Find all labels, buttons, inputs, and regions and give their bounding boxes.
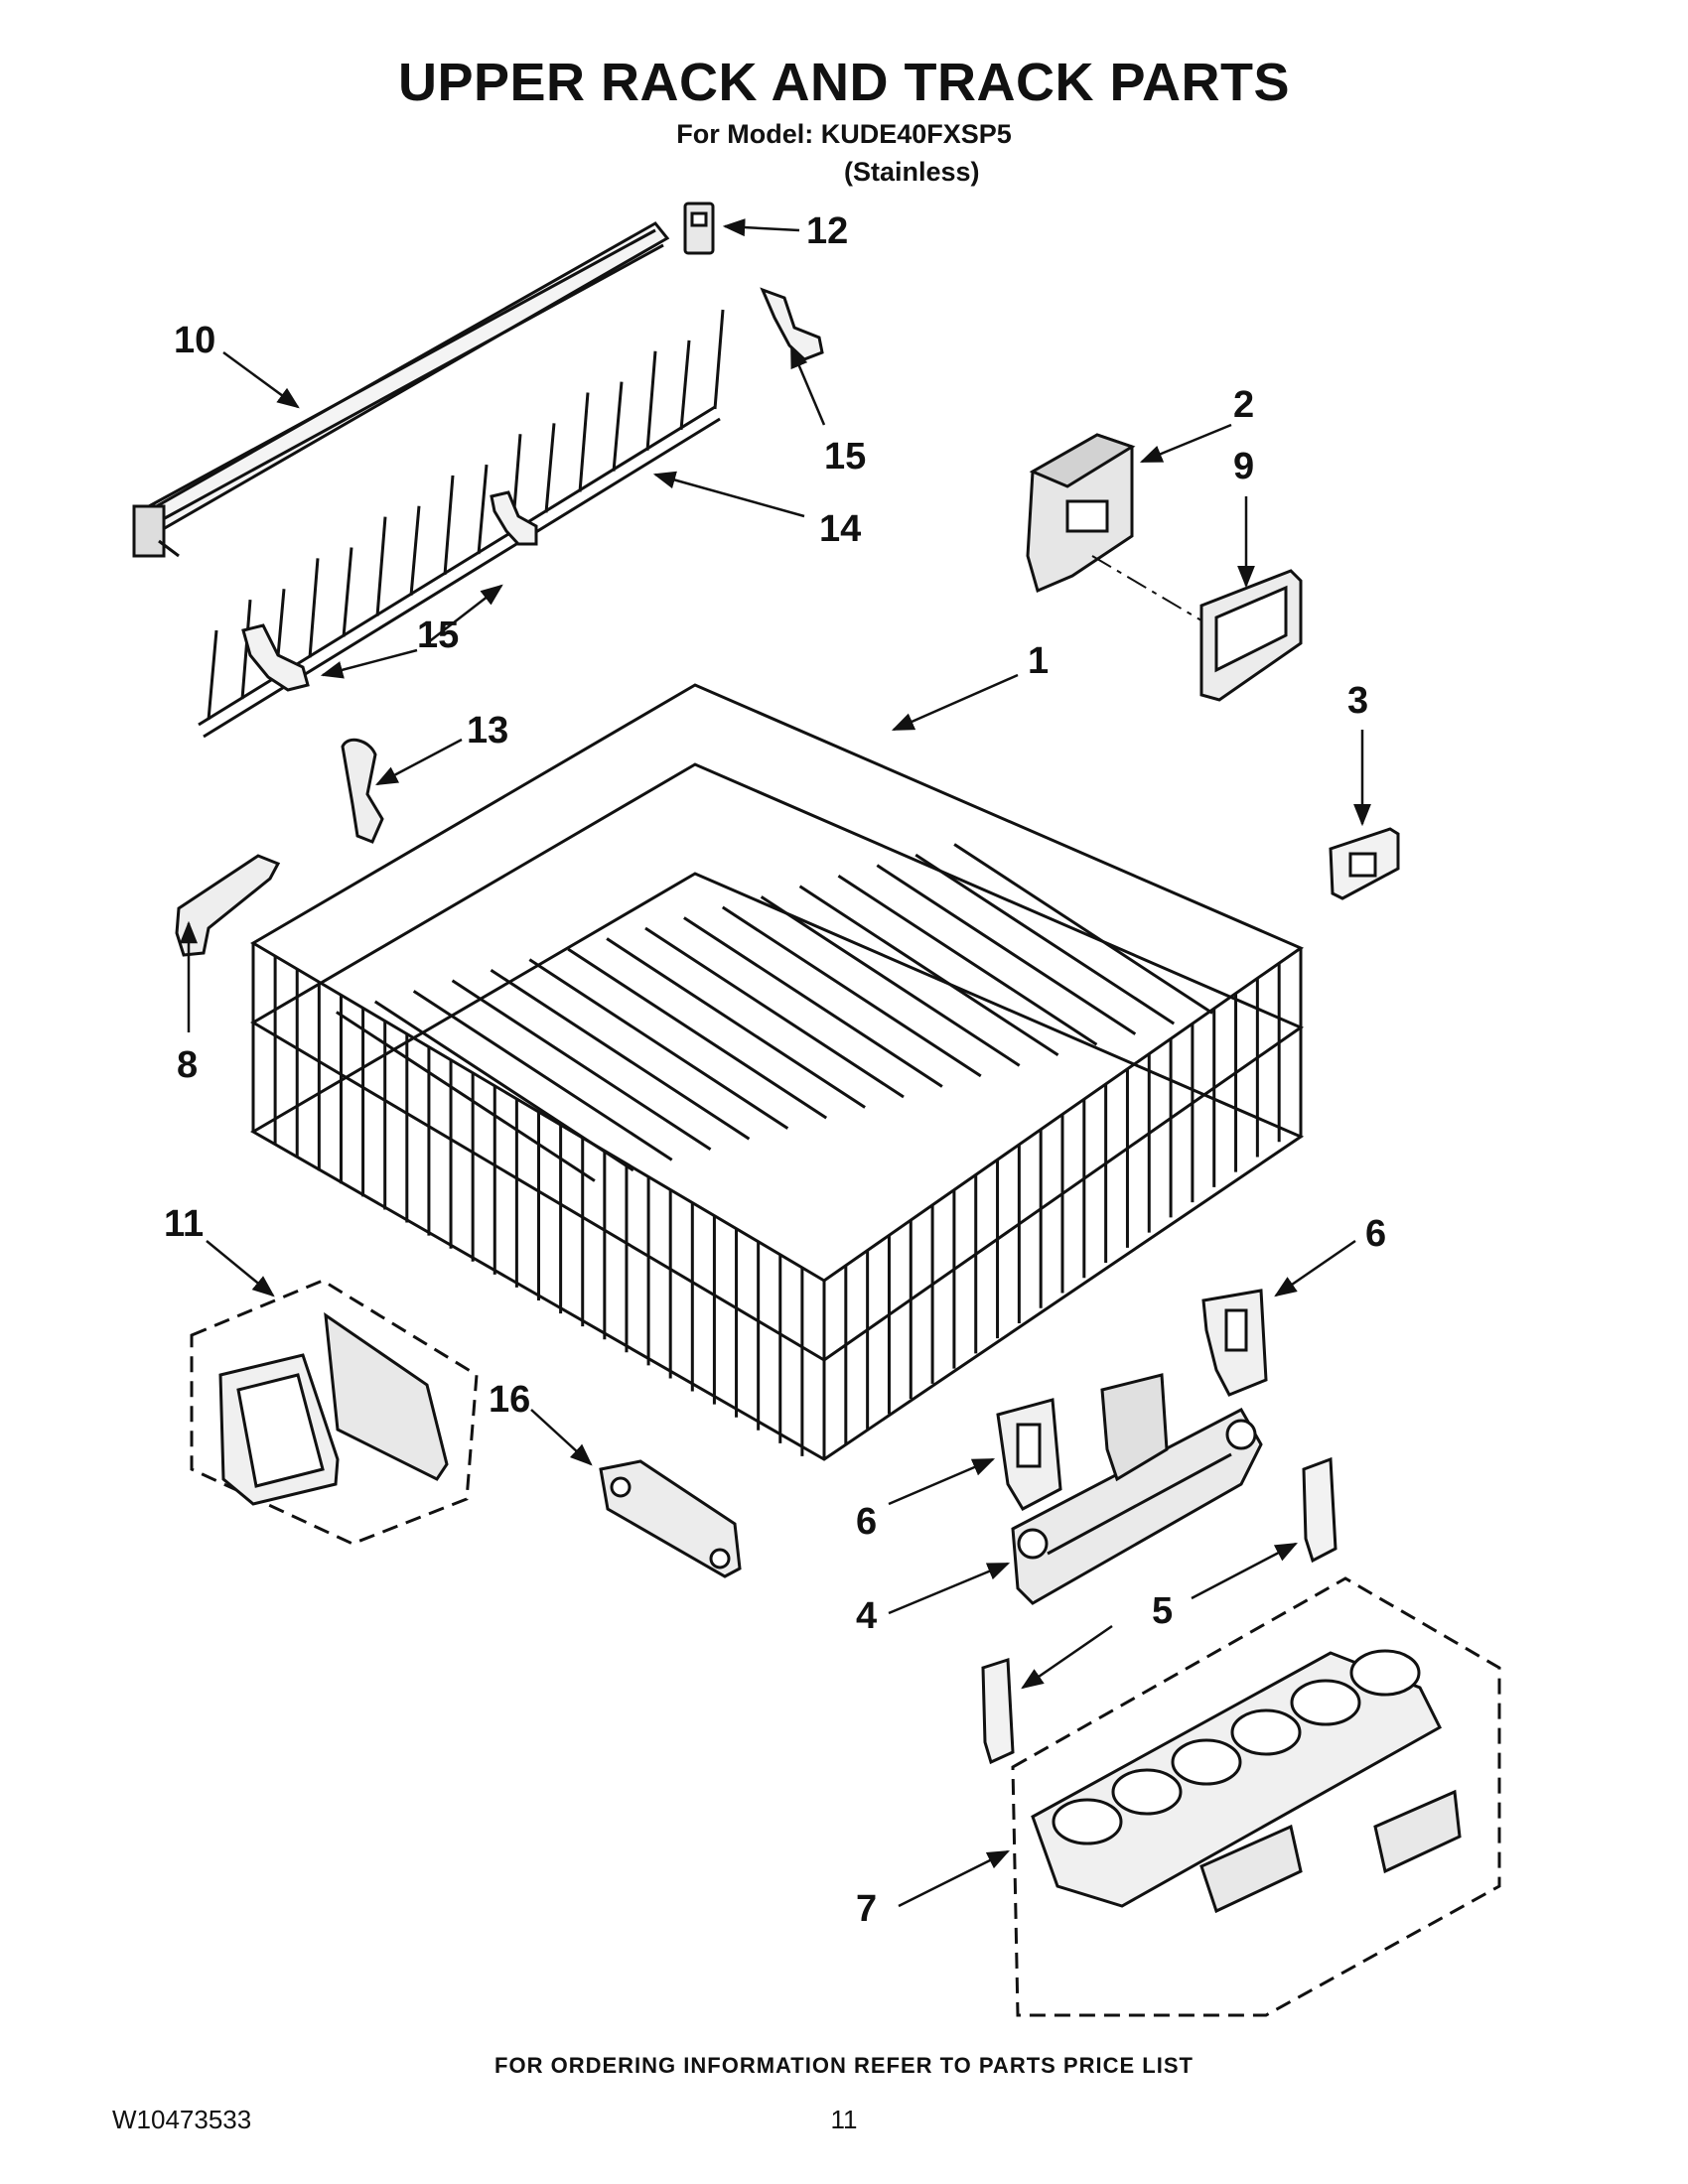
part-6-clip-lower	[996, 1398, 1062, 1511]
model-line: For Model: KUDE40FXSP5	[676, 119, 1012, 149]
tine-wire	[544, 423, 556, 513]
cup-slot	[1052, 1798, 1123, 1845]
rack-tine-inner	[721, 905, 982, 1078]
tine-wire	[612, 381, 624, 472]
rack-tine-inner	[451, 979, 712, 1152]
part-2-adjuster-housing	[1026, 433, 1136, 594]
part-15-clip-upper	[760, 287, 824, 361]
callout-1: 1	[1028, 640, 1049, 682]
rack-tine-inner	[837, 874, 1098, 1046]
leader-arrows	[180, 218, 1371, 1908]
part-4-track-assembly	[1011, 1373, 1263, 1605]
rack-tine-inner	[760, 895, 1021, 1067]
callout-8: 8	[177, 1044, 198, 1086]
part-9-cover	[1199, 569, 1303, 702]
tine-wire	[713, 309, 725, 410]
rack-tine-inner	[644, 926, 905, 1099]
tine-wire	[207, 629, 218, 721]
page-number: 11	[830, 2105, 858, 2134]
callout-7: 7	[856, 1888, 877, 1930]
part-2-to-9-guide	[1091, 555, 1207, 624]
callout-11: 11	[164, 1203, 204, 1245]
tine-wire	[477, 464, 489, 555]
rack-tine-inner	[606, 937, 866, 1109]
callout-6: 6	[856, 1501, 877, 1543]
callout-numbers: 12 10 15 14 15 2 9 1 3 13 8 11 6 16 6 4 …	[164, 210, 1386, 1930]
tine-wire	[443, 475, 455, 576]
tine-wire	[645, 350, 657, 451]
part-13-clip	[341, 738, 384, 844]
page-title: UPPER RACK AND TRACK PARTS	[397, 53, 1290, 112]
part-7-cup-shelf-group	[1011, 1576, 1501, 2017]
rack-tine-inner	[798, 885, 1059, 1057]
callout-12: 12	[806, 210, 848, 252]
tine-wire	[578, 392, 590, 492]
rack-tine-inner	[683, 916, 943, 1088]
tine-wire	[308, 558, 320, 658]
rack-tine-inner	[412, 990, 673, 1161]
ordering-note: FOR ORDERING INFORMATION REFER TO PARTS …	[494, 2053, 1194, 2078]
callout-14: 14	[819, 508, 861, 550]
cup-slot	[1230, 1708, 1302, 1756]
rack-tine-inner	[528, 958, 789, 1130]
callout-3: 3	[1347, 680, 1368, 722]
part-5-stop-upper	[1302, 1456, 1337, 1564]
rack-tine-inner	[490, 968, 751, 1141]
part-15-clip-left	[241, 490, 538, 692]
callout-10: 10	[174, 320, 215, 361]
callout-13: 13	[467, 710, 508, 751]
tine-wire	[679, 340, 691, 430]
rack-tine-inner	[953, 843, 1213, 1015]
callout-6: 6	[1365, 1213, 1386, 1255]
part-11-group	[190, 1279, 479, 1546]
model-finish: (Stainless)	[844, 157, 980, 187]
cup-slot	[1290, 1679, 1361, 1726]
part-5-stop-lower	[981, 1657, 1015, 1765]
part-6-clip-upper	[1201, 1289, 1268, 1397]
rack-tine-inner	[876, 864, 1137, 1035]
callout-16: 16	[489, 1379, 530, 1421]
part-16-roller-bracket	[599, 1459, 742, 1578]
part-1-upper-rack	[250, 683, 1305, 1461]
callout-4: 4	[856, 1595, 877, 1637]
tine-wire	[342, 547, 353, 637]
rack-tine-inner	[914, 853, 1176, 1025]
callout-15: 15	[417, 614, 459, 656]
tine-wire	[409, 505, 421, 596]
part-12-clip	[683, 202, 715, 255]
cup-slot	[1111, 1768, 1183, 1816]
callout-15: 15	[824, 436, 866, 478]
tine-wire	[375, 516, 387, 616]
cup-slot	[1171, 1738, 1242, 1786]
tine-wire	[240, 600, 252, 700]
rack-tine-inner	[336, 1011, 596, 1182]
callout-2: 2	[1233, 384, 1254, 426]
part-3-bracket	[1329, 827, 1400, 900]
rack-tine-inner	[373, 1000, 634, 1172]
callout-5: 5	[1152, 1590, 1173, 1632]
rack-tine-inner	[567, 947, 828, 1120]
callout-9: 9	[1233, 446, 1254, 487]
cup-slot	[1349, 1649, 1421, 1697]
part-8-arm	[175, 854, 281, 957]
document-number: W10473533	[112, 2105, 252, 2134]
part-10-rack-track	[132, 221, 670, 558]
